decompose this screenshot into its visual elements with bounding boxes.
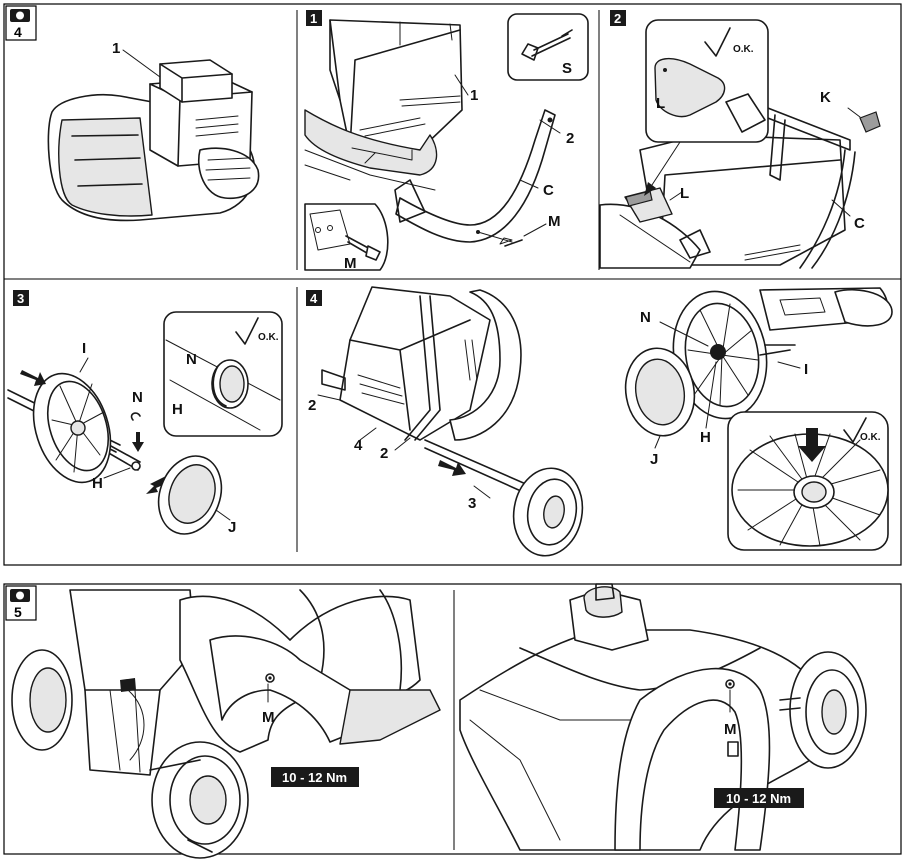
ok-check-icon xyxy=(704,27,731,57)
step-2-label-c: C xyxy=(854,215,865,232)
step-1-label-m: M xyxy=(548,213,561,230)
step-1-label-2: 2 xyxy=(566,130,574,147)
step-1-number: 1 xyxy=(310,11,317,26)
arrow-icon xyxy=(644,182,656,196)
step-1-label-1: 1 xyxy=(470,87,478,104)
step-3-ok-text: O.K. xyxy=(258,332,279,343)
step-3-number: 3 xyxy=(17,291,24,306)
figure-5-right-torque: 10 - 12 Nm xyxy=(726,791,791,806)
figure-5: 5 M 10 - 12 Nm xyxy=(3,583,902,859)
ok-check-icon xyxy=(235,317,259,345)
step-1-label-s: S xyxy=(562,60,572,77)
arrow-icon xyxy=(438,460,466,476)
step-3-label-j: J xyxy=(228,519,236,536)
step-3-badge xyxy=(13,290,29,306)
figure-5-left-label-m: M xyxy=(262,709,275,726)
figure-5-number: 5 xyxy=(14,604,22,620)
figure-4: 4 1 1 xyxy=(3,3,902,566)
step-3-label-n: N xyxy=(132,389,143,406)
overview-illustration: 1 xyxy=(47,40,260,222)
step-1: 1 1 2 C M xyxy=(304,10,589,272)
step-5-label-j: J xyxy=(650,451,658,468)
step-4-label-2-left: 2 xyxy=(308,397,316,414)
figure-5-left-torque-badge xyxy=(271,767,359,787)
step-5-label-i: I xyxy=(804,361,808,378)
figure-5-right-handle xyxy=(614,667,771,851)
figure-5-right-view: M 10 - 12 Nm xyxy=(459,583,867,851)
step-1-label-c: C xyxy=(543,182,554,199)
step-5-label-n: N xyxy=(640,309,651,326)
step-2-badge xyxy=(610,10,626,26)
step-3-label-i: I xyxy=(82,340,86,357)
step-3-label-h-detail: H xyxy=(172,401,183,418)
figure-5-right-label-m: M xyxy=(724,721,737,738)
step-3-label-n-detail: N xyxy=(186,351,197,368)
figure-5-left-torque: 10 - 12 Nm xyxy=(282,770,347,785)
figure-4-number: 4 xyxy=(14,24,22,40)
figure-5-frame xyxy=(3,583,902,855)
overview-label-1: 1 xyxy=(112,40,120,57)
step-4-badge xyxy=(306,290,322,306)
figure-4-frame xyxy=(3,3,902,566)
arrow-icon xyxy=(798,428,826,462)
figure-5-right-torque-badge xyxy=(714,788,804,808)
step-4-number: 4 xyxy=(310,291,318,306)
step-5: N I J H O.K. xyxy=(624,287,893,551)
step-2: 2 L K C O.K. xyxy=(599,10,881,269)
step-4-label-2-bottom: 2 xyxy=(380,445,388,462)
tool-inset xyxy=(507,13,589,81)
step-4-label-4: 4 xyxy=(354,437,363,454)
step-2-number: 2 xyxy=(614,11,621,26)
step-2-label-l-detail: L xyxy=(656,95,665,112)
step-4: 4 2 4 2 3 xyxy=(306,286,584,557)
step-5-ok-text: O.K. xyxy=(860,432,881,443)
step-2-label-l: L xyxy=(680,185,689,202)
step-4-label-3: 3 xyxy=(468,495,476,512)
step-2-ok-text: O.K. xyxy=(733,44,754,55)
step-1-label-m-detail: M xyxy=(344,255,357,272)
arrow-icon xyxy=(132,432,144,452)
step-3: 3 I N H J xyxy=(7,290,283,536)
ok-check-icon xyxy=(843,417,867,443)
step-1-badge xyxy=(306,10,322,26)
step-5-label-h: H xyxy=(700,429,711,446)
step-3-label-h: H xyxy=(92,475,103,492)
figure-4-number-box: 4 xyxy=(5,5,37,41)
arrow-icon xyxy=(20,370,46,386)
figure-5-number-box: 5 xyxy=(5,585,37,621)
step-2-label-k: K xyxy=(820,89,831,106)
figure-5-left-view: M 10 - 12 Nm xyxy=(11,589,441,859)
